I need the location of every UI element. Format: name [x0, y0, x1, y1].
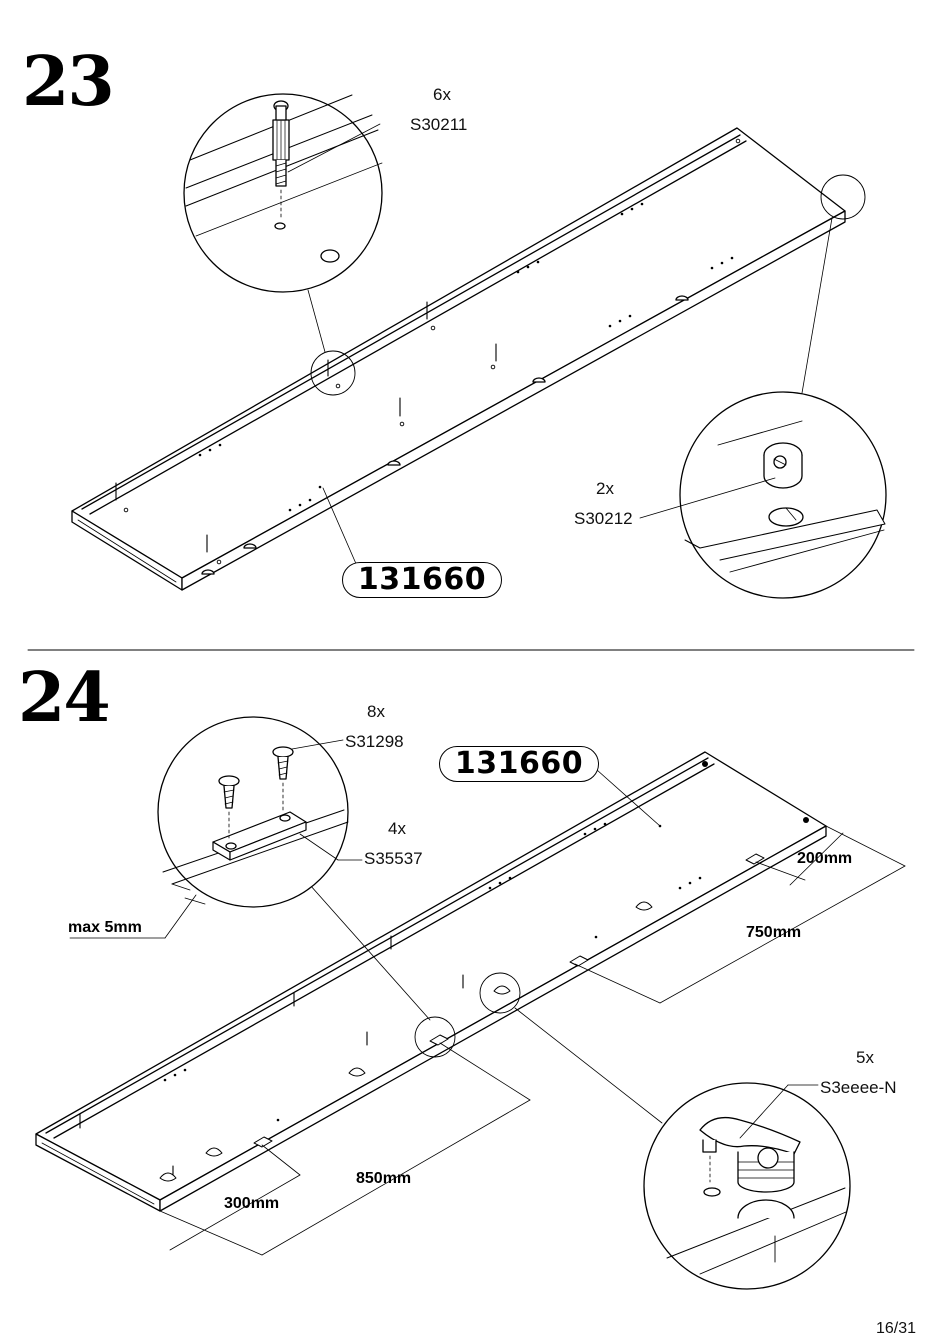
hardware-qty: 5x [856, 1048, 874, 1067]
part-number-label: 131660 [342, 562, 502, 598]
dimension-label: 200mm [797, 850, 853, 867]
hardware-code: S3eeee-N [820, 1078, 897, 1097]
hardware-qty: 8x [367, 702, 385, 721]
step24-detail-bracket [157, 716, 363, 908]
dimension-label: 750mm [746, 924, 802, 941]
hardware-code: S30212 [574, 509, 633, 528]
step23-detail-cam [639, 391, 887, 599]
dimension-label: 850mm [356, 1170, 412, 1187]
page-number: 16/31 [875, 1320, 916, 1337]
hardware-qty: 2x [596, 479, 614, 498]
step23-panel [71, 127, 866, 591]
step-number: 24 [18, 658, 111, 738]
hardware-code: S35537 [364, 849, 423, 868]
step-number: 23 [22, 42, 115, 122]
max-gap-dimension: max 5mm [68, 919, 142, 936]
hardware-qty: 4x [388, 819, 406, 838]
step24-detail-cam [643, 1082, 851, 1290]
hardware-code: S31298 [345, 732, 404, 751]
hardware-code: S30211 [410, 115, 468, 134]
step24-panel [35, 751, 906, 1256]
dimension-label: 300mm [224, 1195, 280, 1212]
hardware-qty: 6x [433, 85, 451, 104]
part-number-label: 131660 [439, 746, 599, 782]
step23-detail-dowel [183, 93, 383, 293]
